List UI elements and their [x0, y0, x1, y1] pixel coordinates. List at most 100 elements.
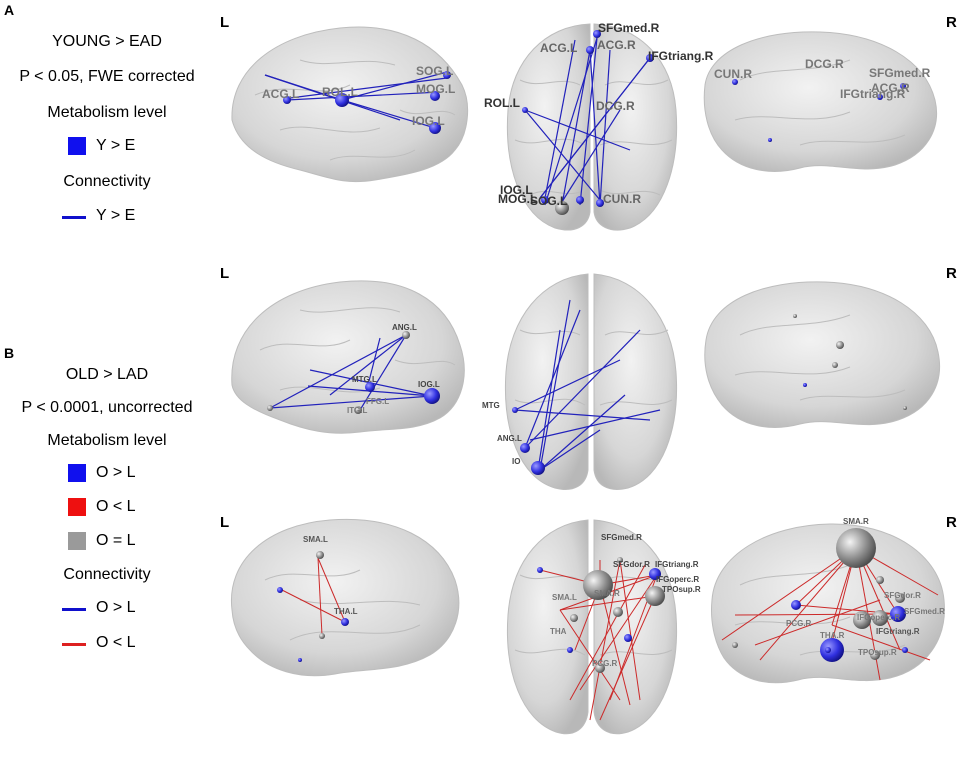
side-left-label: L	[220, 265, 229, 282]
region-label: ACG.R	[597, 38, 636, 52]
panel-b-connectivity-label: O < L	[96, 634, 136, 651]
region-label: MOG.L	[416, 82, 455, 96]
panel-b-metabolism-label: O = L	[96, 532, 136, 549]
region-label: ANG.L	[497, 434, 522, 443]
row3-right-labels: SMA.R SFGdor.R SFGmed.R IFGoperc.R IFGtr…	[786, 517, 945, 657]
panel-a-metabolism-title: Metabolism level	[47, 104, 167, 121]
region-label: IFGoperc.R	[857, 613, 900, 622]
region-label: MOG.L	[498, 192, 537, 206]
row2-nodes	[267, 314, 907, 475]
region-label: PCG.R	[786, 619, 812, 628]
row3-left-medial-brain	[230, 518, 460, 677]
region-label: ITG.L	[347, 406, 368, 415]
side-left-label: L	[220, 14, 229, 31]
region-label: SFGdor.R	[613, 560, 650, 569]
panel-a-connectivity-label: Y > E	[96, 207, 136, 224]
region-label: DCG.R	[805, 57, 844, 71]
region-label: IOG.L	[500, 183, 533, 197]
row3-left-labels: SMA.L THA.L	[303, 535, 358, 616]
panel-a-contrast: YOUNG > EAD	[52, 33, 162, 50]
panel-b-metabolism-label: O < L	[96, 498, 136, 515]
panel-b-node-swatch-red	[68, 498, 86, 516]
region-label: IOG.L	[418, 380, 440, 389]
panel-a-connectivity-title: Connectivity	[63, 173, 151, 190]
region-label: TPOsup.R	[662, 585, 701, 594]
row1-right-labels: CUN.R DCG.R SFGmed.R ACG.R IFGtriang.R	[714, 57, 931, 101]
region-label: CUN.R	[714, 67, 752, 81]
region-label: CUN.R	[603, 192, 641, 206]
region-label: SMA.R	[594, 589, 620, 598]
row3-right-lateral-brain	[711, 523, 945, 684]
side-right-label: R	[946, 514, 957, 531]
row3-nodes	[277, 528, 908, 673]
panel-b-letter: B	[4, 345, 15, 361]
region-label: SFGmed.R	[904, 607, 945, 616]
panel-b-edge-swatch-blue	[62, 608, 86, 611]
region-label: MTG	[482, 401, 500, 410]
row2-top-brain	[504, 273, 678, 490]
row2-right-medial-brain	[704, 281, 940, 428]
region-label: IFGoperc.R	[656, 575, 699, 584]
region-label: THA.L	[334, 607, 358, 616]
panel-a-letter: A	[4, 2, 15, 18]
panel-b-connectivity-title: Connectivity	[63, 566, 151, 583]
region-label: TPOsup.R	[858, 648, 897, 657]
row1-top-brain	[506, 23, 678, 231]
region-label: IFGtriang.R	[876, 627, 920, 636]
panel-a-threshold: P < 0.05, FWE corrected	[19, 68, 195, 85]
row1-left-lateral-brain	[231, 26, 469, 183]
region-label: MTG.L	[352, 375, 377, 384]
row2-left-lateral-brain	[231, 280, 465, 434]
panel-b-connectivity-label: O > L	[96, 599, 136, 616]
region-label: SOG.L	[530, 194, 567, 208]
row1-blue-edges	[264, 37, 651, 206]
side-right-label: R	[946, 14, 957, 31]
region-label: ACG.L	[540, 41, 577, 55]
region-label: SFGmed.R	[601, 533, 642, 542]
region-label: ROL.L	[322, 85, 358, 99]
row3-top-brain	[506, 519, 678, 735]
region-label: SMA.L	[303, 535, 328, 544]
side-markers: L R L R L R	[220, 14, 957, 531]
panel-b-edge-swatch-red	[62, 643, 86, 646]
panel-b-metabolism-label: O > L	[96, 464, 136, 481]
row1-left-labels: ACG.L ROL.L SOG.L MOG.L IOG.L	[262, 64, 455, 128]
panel-b-node-swatch-blue	[68, 464, 86, 482]
region-label: THA.R	[820, 631, 845, 640]
region-label: IFGtriang.R	[648, 49, 714, 63]
region-label: SFGdor.R	[884, 591, 921, 600]
panel-a-edge-swatch-blue	[62, 216, 86, 219]
region-label: ROL.L	[484, 96, 520, 110]
row1-right-medial-brain	[703, 31, 937, 172]
side-left-label: L	[220, 514, 229, 531]
region-label: IFGtriang.R	[655, 560, 699, 569]
region-label: SOG.L	[416, 64, 453, 78]
region-label: IO	[512, 457, 520, 466]
panel-b-threshold: P < 0.0001, uncorrected	[21, 399, 193, 416]
panel-b-metabolism-title: Metabolism level	[47, 432, 167, 449]
side-right-label: R	[946, 265, 957, 282]
region-label: ACG.L	[262, 87, 299, 101]
row3-top-labels: SFGmed.R SFGdor.R IFGtriang.R IFGoperc.R…	[550, 533, 701, 668]
panel-a-metabolism-label: Y > E	[96, 137, 136, 154]
panel-a-node-swatch-blue	[68, 137, 86, 155]
region-label: SFGmed.R	[869, 66, 931, 80]
row2-blue-edges	[269, 299, 661, 471]
panel-b-contrast: OLD > LAD	[65, 366, 149, 383]
region-label: PCG.R	[592, 659, 618, 668]
region-label: ACG.R	[871, 81, 910, 95]
region-label: ANG.L	[392, 323, 417, 332]
region-label: FFG.L	[366, 397, 389, 406]
region-label: SMA.L	[552, 593, 577, 602]
region-label: SMA.R	[843, 517, 869, 526]
region-label: SFGmed.R	[598, 21, 660, 35]
row2-top-labels: MTG ANG.L IO	[482, 401, 522, 466]
region-label: IFGtriang.R	[840, 87, 906, 101]
panel-b-node-swatch-gray	[68, 532, 86, 550]
row1-top-labels: SFGmed.R ACG.L ACG.R IFGtriang.R ROL.L D…	[484, 21, 714, 208]
row1-nodes	[283, 30, 906, 215]
region-label: IOG.L	[412, 114, 445, 128]
region-label: THA	[550, 627, 567, 636]
row2-left-labels: ANG.L MTG.L IOG.L ITG.L FFG.L	[347, 323, 440, 415]
